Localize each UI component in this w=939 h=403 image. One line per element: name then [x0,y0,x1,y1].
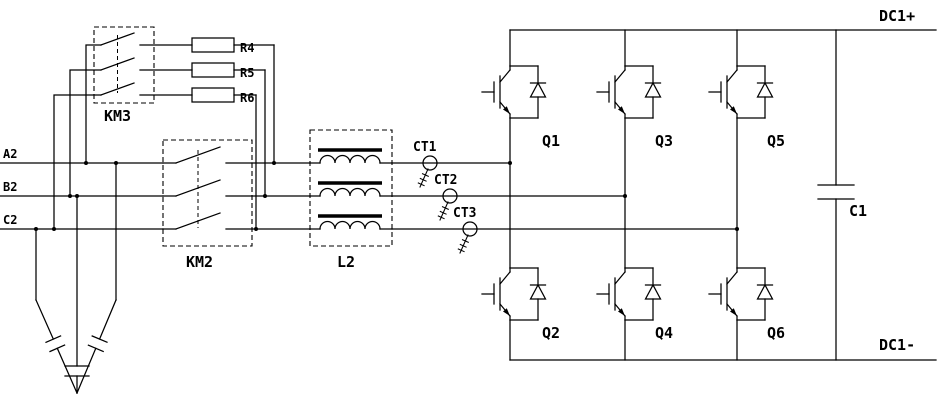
resistor-r6 [191,87,257,230]
main-contactor-km2 [162,139,253,247]
igbt-bridge [481,29,774,361]
precharge-resistors [191,37,275,230]
resistor-r5 [191,62,266,197]
igbt-q5 [708,65,774,119]
capacitor-bank-delta [35,162,117,394]
ct3-label: CT3 [453,206,476,221]
q2-label: Q2 [542,324,560,342]
ct2-label: CT2 [434,173,457,188]
c1-label: C1 [849,202,867,220]
igbt-q2 [481,267,547,321]
ct3-sensor [457,221,478,254]
phase-c-label: C2 [3,213,17,227]
q1-label: Q1 [542,132,560,150]
km2-label: KM2 [186,253,213,271]
junction-dots [34,161,739,231]
resistor-r4 [191,37,275,164]
precharge-contactor-km3 [53,26,193,230]
r4-label: R4 [240,41,254,55]
phase-a-label: A2 [3,147,17,161]
current-transformers [417,155,478,254]
dc-negative-label: DC1- [879,336,915,354]
q4-label: Q4 [655,324,673,342]
q3-label: Q3 [655,132,673,150]
igbt-q3 [596,65,662,119]
r6-label: R6 [240,91,254,105]
dc-capacitor-c1 [817,29,855,361]
phase-lines [0,162,738,230]
igbt-q1 [481,65,547,119]
q5-label: Q5 [767,132,785,150]
km3-label: KM3 [104,107,131,125]
igbt-q6 [708,267,774,321]
diagram-labels: A2 B2 C2 KM3 KM2 L2 R4 R5 R6 CT1 CT2 CT3… [3,7,915,354]
q6-label: Q6 [767,324,785,342]
ct1-label: CT1 [413,140,437,155]
dc-positive-label: DC1+ [879,7,915,25]
filter-inductor-l2 [309,129,393,247]
r5-label: R5 [240,66,254,80]
igbt-q4 [596,267,662,321]
dc-bus [509,29,937,361]
phase-b-label: B2 [3,180,17,194]
l2-label: L2 [337,253,355,271]
